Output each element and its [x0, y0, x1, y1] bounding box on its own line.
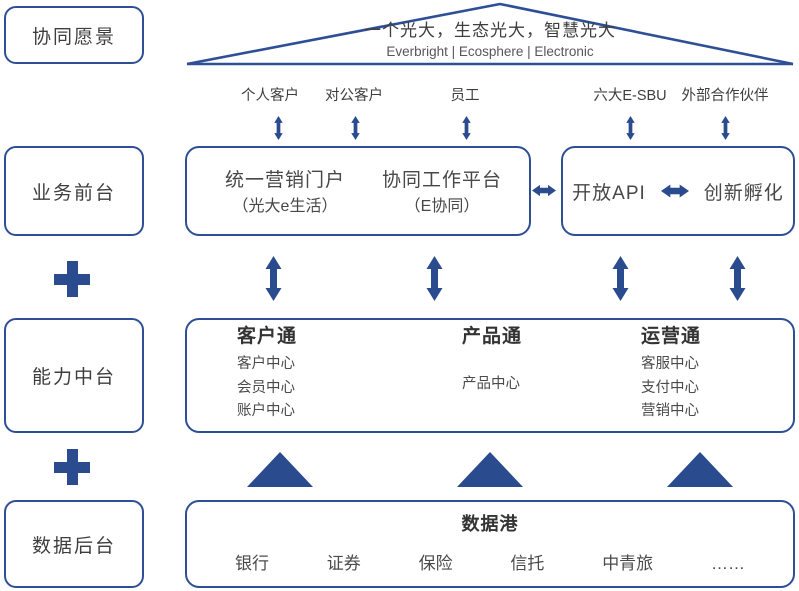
front-right-box: 开放API 创新孵化 [561, 146, 795, 236]
roof-title-en: Everbright | Ecosphere | Electronic [386, 44, 594, 59]
collab-platform-title: 协同工作平台 [381, 170, 503, 191]
roof-title-cn: 一个光大，生态光大，智慧光大 [364, 21, 616, 40]
up-triangle-icon [457, 452, 523, 487]
audience-label: 员工 [450, 88, 480, 104]
product-hub-column: 产品通 产品中心 [462, 325, 522, 396]
data-port-item: 银行 [235, 554, 269, 573]
data-port-title: 数据港 [461, 514, 519, 534]
product-hub-header: 产品通 [462, 326, 523, 347]
rail-box-front: 业务前台 [4, 146, 144, 236]
double-arrow-vertical-icon [729, 256, 746, 301]
up-triangle-icon [247, 452, 313, 487]
data-port-item: 中青旅 [602, 554, 654, 573]
double-arrow-vertical-icon [624, 116, 637, 140]
customer-hub-column: 客户通 客户中心 会员中心 账户中心 [237, 325, 297, 424]
roof-outline-icon [186, 2, 794, 66]
double-arrow-vertical-icon [426, 256, 443, 301]
open-api-label: 开放API [572, 182, 646, 204]
customer-hub-header: 客户通 [237, 326, 298, 347]
collab-platform-group: 协同工作平台 （E协同） [382, 168, 502, 220]
mid-item: 会员中心 [237, 379, 295, 396]
rail-label-middle: 能力中台 [31, 367, 116, 388]
data-port-box: 数据港 银行 证券 保险 信托 中青旅 …… [185, 500, 795, 588]
front-left-box: 统一营销门户 （光大e生活） 协同工作平台 （E协同） [185, 146, 531, 236]
double-arrow-vertical-icon [612, 256, 629, 301]
audience-label: 外部合作伙伴 [681, 88, 769, 104]
portal-title: 统一营销门户 [224, 170, 346, 191]
double-arrow-horizontal-icon [532, 184, 556, 197]
plus-icon [54, 261, 90, 297]
rail-label-front: 业务前台 [31, 182, 116, 204]
rail-box-vision: 协同愿景 [4, 6, 144, 64]
data-port-item: 信托 [510, 554, 545, 573]
plus-icon [54, 449, 90, 485]
mid-item: 产品中心 [462, 375, 520, 392]
double-arrow-horizontal-icon [660, 184, 689, 198]
double-arrow-vertical-icon [272, 116, 285, 140]
innovation-incubation-label: 创新孵化 [703, 182, 784, 204]
data-port-item: 保险 [418, 554, 453, 573]
rail-label-back: 数据后台 [31, 535, 116, 557]
rail-label-vision: 协同愿景 [31, 26, 116, 48]
double-arrow-vertical-icon [719, 116, 732, 140]
portal-group: 统一营销门户 （光大e生活） [225, 168, 345, 220]
data-port-items: 银行 证券 保险 信托 中青旅 …… [187, 550, 793, 578]
operation-hub-column: 运营通 客服中心 支付中心 营销中心 [641, 325, 701, 424]
mid-item: 客户中心 [237, 356, 295, 372]
audience-label: 个人客户 [241, 88, 299, 104]
up-triangle-icon [667, 452, 733, 487]
mid-item: 客服中心 [641, 356, 699, 372]
double-arrow-vertical-icon [349, 116, 362, 140]
data-port-item: 证券 [326, 554, 361, 573]
mid-item: 账户中心 [237, 403, 295, 419]
operation-hub-header: 运营通 [641, 326, 702, 347]
data-port-item: …… [710, 554, 745, 573]
capability-middle-box [185, 318, 795, 433]
mid-item: 营销中心 [641, 403, 699, 419]
rail-box-middle: 能力中台 [4, 318, 144, 433]
rail-box-back: 数据后台 [4, 500, 144, 588]
audience-label: 对公客户 [325, 88, 383, 104]
audience-label: 六大E-SBU [593, 88, 667, 104]
collab-platform-subtitle: （E协同） [404, 198, 480, 215]
double-arrow-vertical-icon [460, 116, 473, 140]
double-arrow-vertical-icon [265, 256, 282, 301]
portal-subtitle: （光大e生活） [232, 198, 338, 215]
mid-item: 支付中心 [641, 379, 699, 396]
